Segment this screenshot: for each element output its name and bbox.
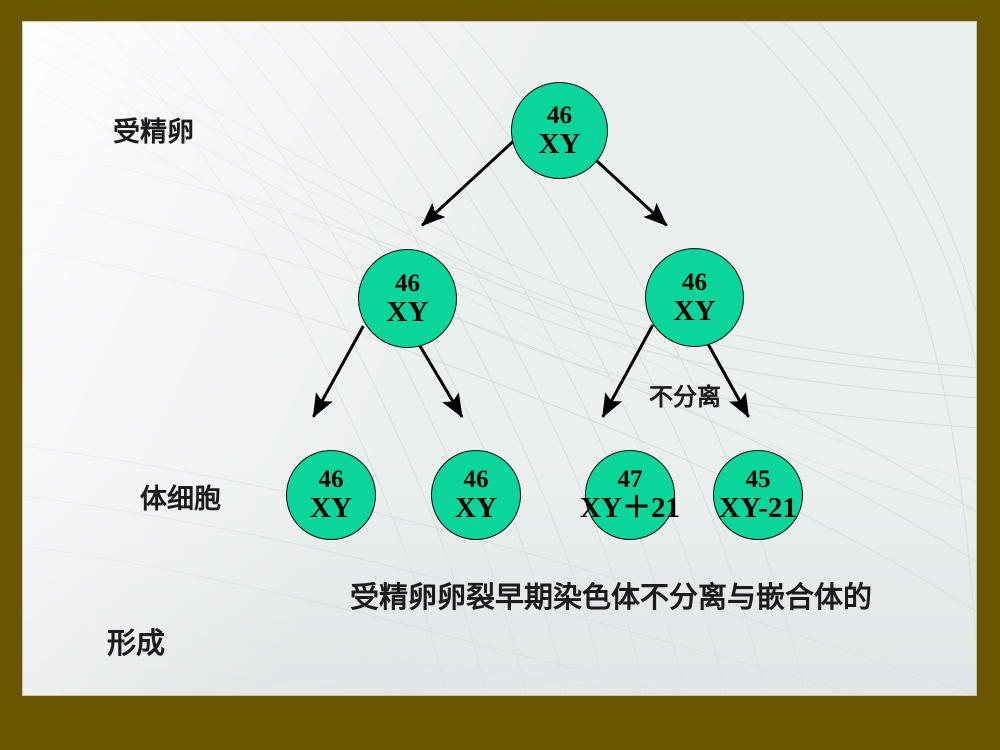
node-somatic-3-label: 47 XY＋21 [580, 465, 680, 524]
node-somatic-4-label: 45 XY-21 [719, 465, 797, 524]
node-blastomere-left[interactable]: 46 XY [358, 249, 457, 348]
arrow-midleft-to-bottom1 [312, 325, 365, 418]
node-blastomere-right[interactable]: 46 XY [645, 248, 744, 347]
node-somatic-3-trisomy[interactable]: 47 XY＋21 [580, 450, 680, 540]
label-nondisjunction: 不分离 [649, 383, 721, 411]
node-somatic-2[interactable]: 46 XY [431, 450, 521, 540]
caption-line-2: 形成 [107, 626, 166, 660]
arrow-root-to-mid-left [421, 139, 515, 227]
node-blastomere-right-label: 46 XY [673, 268, 716, 327]
lineage-arrows [312, 139, 750, 418]
caption-line-1: 受精卵卵裂早期染色体不分离与嵌合体的 [350, 580, 873, 614]
node-zygote[interactable]: 46 XY [511, 82, 608, 179]
label-somatic-cells: 体细胞 [140, 484, 221, 515]
node-zygote-label: 46 XY [538, 101, 581, 160]
node-zygote-karyotype-count: 46 [546, 101, 572, 129]
node-somatic-2-label: 46 XY [455, 465, 497, 524]
node-blastomere-left-label: 46 XY [386, 269, 429, 328]
node-somatic-1-label: 46 XY [310, 465, 352, 524]
arrow-midright-to-bottom3 [601, 324, 654, 418]
slide-content-panel: 46 XY 46 XY 46 XY 46 XY 46 X [22, 21, 977, 696]
node-somatic-1[interactable]: 46 XY [286, 450, 376, 540]
label-zygote-stage: 受精卵 [113, 117, 194, 148]
node-zygote-sex-chromosomes: XY [538, 127, 581, 160]
node-somatic-4-monosomy[interactable]: 45 XY-21 [713, 450, 803, 540]
